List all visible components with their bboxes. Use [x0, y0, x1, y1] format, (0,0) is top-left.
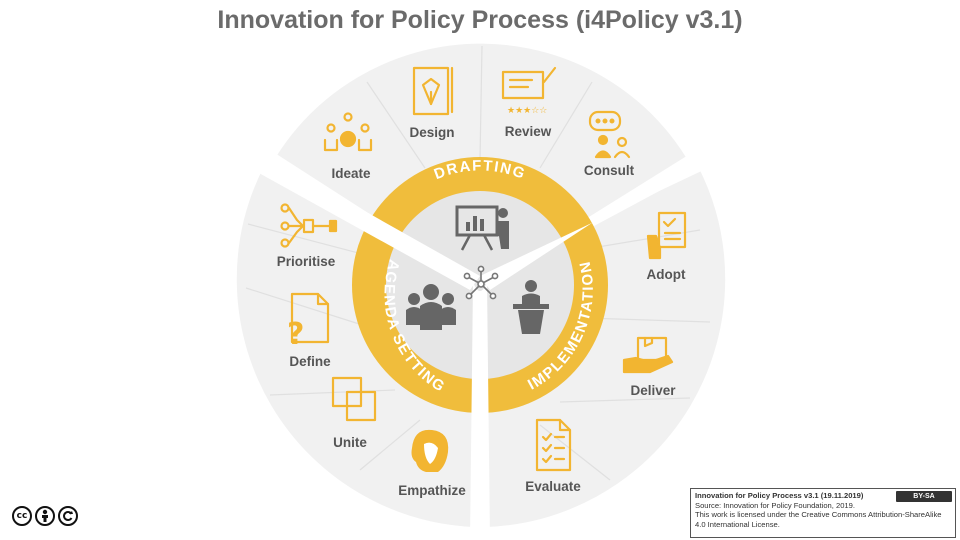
- step-label-empathize: Empathize: [398, 483, 466, 498]
- cc-license-icons: cc: [12, 506, 78, 526]
- step-label-evaluate: Evaluate: [525, 479, 581, 494]
- ideate-bulb-icon: [323, 112, 373, 152]
- review-rating-icon: ★★★☆☆: [501, 66, 557, 116]
- step-label-unite: Unite: [333, 435, 367, 450]
- svg-text:★★★☆☆: ★★★☆☆: [507, 106, 547, 116]
- prioritise-flow-icon: [280, 203, 338, 248]
- license-text: This work is licensed under the Creative…: [695, 510, 942, 529]
- step-label-define: Define: [289, 354, 331, 369]
- sa-icon: [58, 506, 78, 526]
- page-title: Innovation for Policy Process (i4Policy …: [217, 6, 743, 34]
- cc-by-sa-badge: BY-SA: [896, 491, 952, 502]
- license-notice: BY-SA Innovation for Policy Process v3.1…: [690, 488, 956, 538]
- step-label-deliver: Deliver: [630, 383, 676, 398]
- empathize-faces-icon: [411, 429, 449, 472]
- presentation-icon: [455, 205, 509, 251]
- podium-speaker-icon: [513, 280, 549, 334]
- license-source: Source: Innovation for Policy Foundation…: [695, 500, 855, 510]
- svg-text:?: ?: [287, 317, 304, 352]
- deliver-hand-package-icon: [622, 336, 674, 374]
- group-people-icon: [406, 284, 456, 330]
- adopt-document-hand-icon: [646, 211, 687, 260]
- evaluate-checklist-icon: [535, 418, 572, 472]
- step-label-prioritise: Prioritise: [277, 254, 336, 269]
- cc-icon: cc: [12, 506, 32, 526]
- define-question-doc-icon: ?: [287, 292, 330, 352]
- step-label-ideate: Ideate: [331, 166, 371, 181]
- by-icon: [35, 506, 55, 526]
- network-icon: [463, 265, 499, 300]
- unite-squares-icon: [331, 376, 377, 422]
- step-label-review: Review: [505, 124, 552, 139]
- step-label-design: Design: [409, 125, 454, 140]
- y-separator: [250, 152, 712, 540]
- consult-chat-icon: [588, 110, 631, 159]
- step-label-adopt: Adopt: [647, 267, 686, 282]
- design-pen-icon: [412, 66, 454, 116]
- license-title: Innovation for Policy Process v3.1 (19.1…: [695, 491, 864, 500]
- step-label-consult: Consult: [584, 163, 635, 178]
